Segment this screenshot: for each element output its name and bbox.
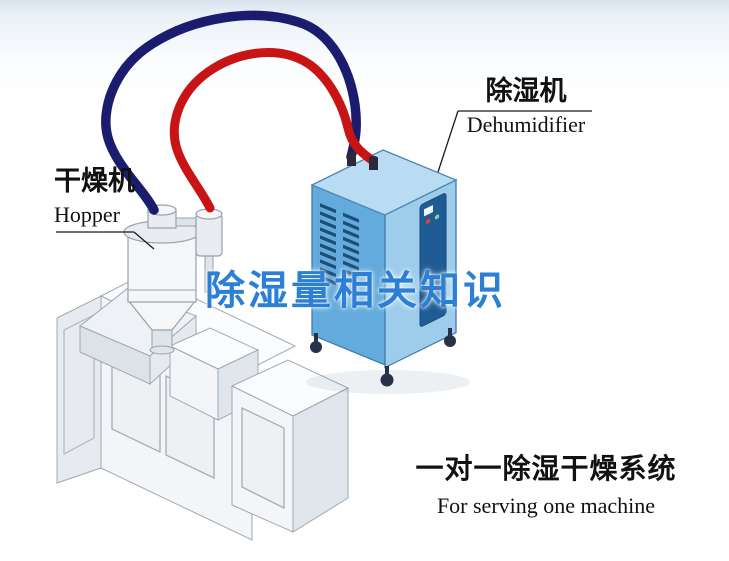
hopper-label-pointer — [133, 231, 155, 250]
dehumidifier-vent-grille — [320, 203, 359, 295]
dehumidifier-hose-fittings — [347, 152, 378, 170]
supply-hose-red — [169, 48, 378, 213]
dehumidifier-label-en: Dehumidifier — [466, 112, 586, 137]
hopper-label: 干燥机 Hopper — [54, 166, 135, 228]
panel-led-green — [434, 214, 440, 220]
hopper-label-cn: 干燥机 — [54, 166, 135, 196]
system-caption-cn: 一对一除湿干燥系统 — [415, 453, 677, 484]
dehumidifier-right-face — [384, 178, 457, 369]
dehumidifier-label-cn: 除湿机 — [485, 76, 567, 106]
system-caption-en: For serving one machine — [436, 493, 656, 518]
page-title: 除湿量相关知识 — [205, 269, 506, 313]
extruder-machine-illustration — [56, 273, 350, 541]
dehumidifier-label: 除湿机 Dehumidifier — [452, 76, 600, 138]
extruder-end-panel-frame — [63, 314, 95, 455]
dehumidifier-front-face — [311, 184, 386, 366]
dehumidifier-illustration — [306, 149, 470, 394]
hopper-label-en: Hopper — [54, 202, 120, 227]
hopper-dryer-illustration — [123, 204, 223, 355]
label-pointer-lines — [56, 110, 592, 250]
hopper-body — [127, 233, 197, 303]
loader-body — [195, 213, 223, 257]
dehumidifier-control-panel — [419, 193, 447, 327]
dehumidifier-top-face — [310, 149, 458, 216]
hopper-flange — [149, 345, 175, 355]
return-hose-navy — [101, 10, 361, 215]
dehumidifier-label-pointer — [437, 110, 459, 173]
extruder-cabinet — [230, 359, 350, 533]
system-caption: 一对一除湿干燥系统 For serving one machine — [400, 452, 692, 519]
dehumidifier-wheels — [310, 328, 456, 387]
panel-display — [424, 204, 433, 217]
panel-led-red — [425, 218, 431, 224]
